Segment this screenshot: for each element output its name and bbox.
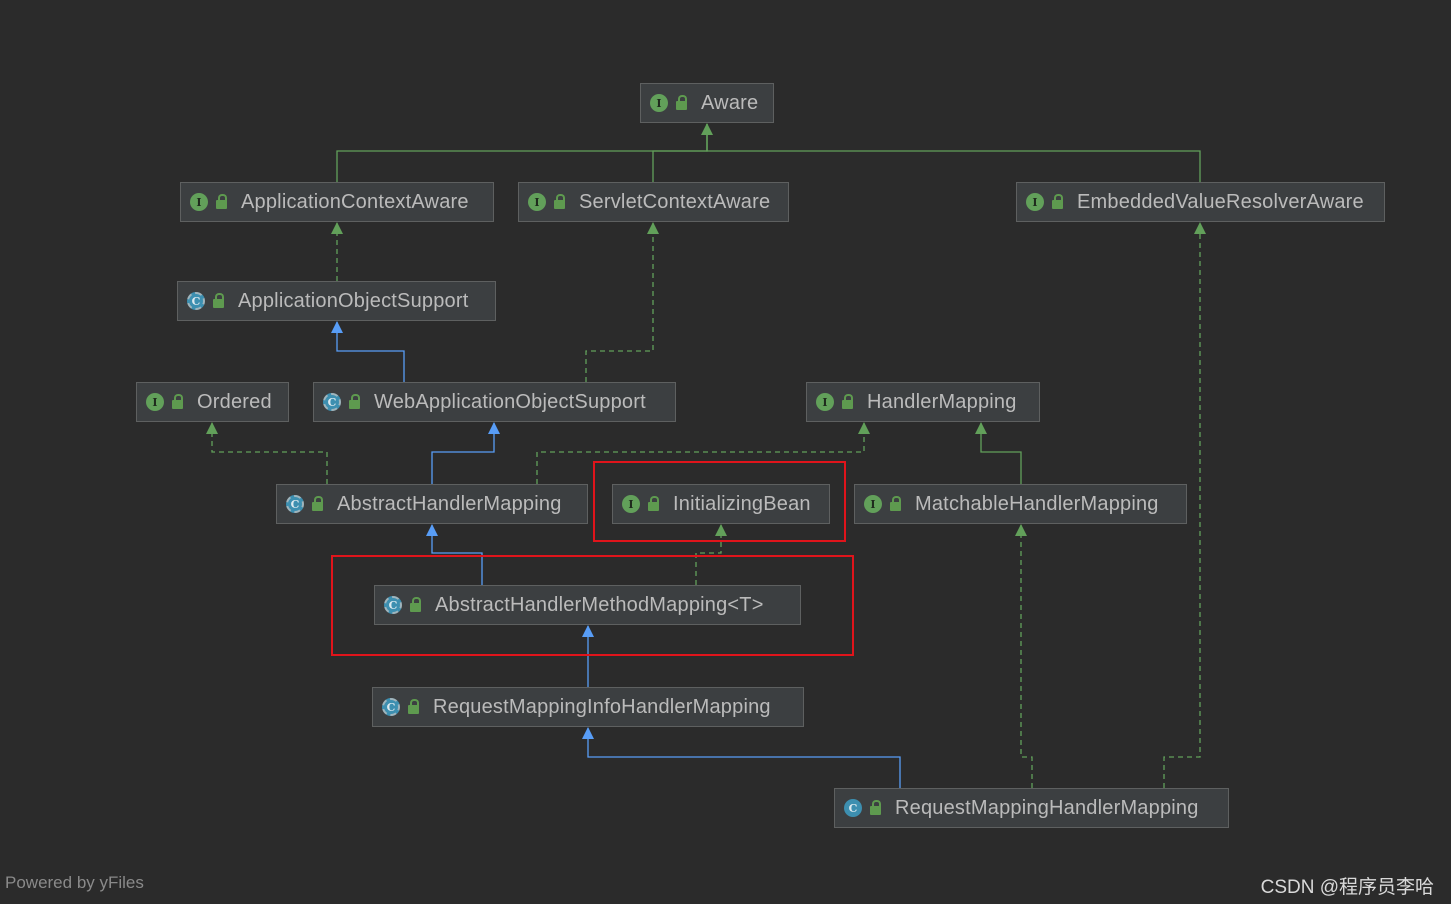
- node-label: Aware: [701, 91, 759, 114]
- node-web-application-object-support[interactable]: C WebApplicationObjectSupport: [313, 382, 676, 422]
- node-request-mapping-handler-mapping[interactable]: C RequestMappingHandlerMapping: [834, 788, 1229, 828]
- public-lock-icon: [216, 193, 227, 209]
- node-servlet-context-aware[interactable]: I ServletContextAware: [518, 182, 789, 222]
- csdn-watermark: CSDN @程序员李哈: [1260, 877, 1434, 898]
- node-label: ServletContextAware: [579, 190, 771, 213]
- edge-abstracthandlermethodmapping-initializingbean-arrowhead: [715, 524, 727, 536]
- edge-webapplicationobjectsupport-servletcontextaware-arrowhead: [647, 222, 659, 234]
- class-badge-icon: C: [323, 393, 341, 411]
- public-lock-icon: [648, 495, 659, 511]
- class-badge-icon: C: [187, 292, 205, 310]
- highlight-box-abstract-handler-method-mapping: [331, 555, 854, 656]
- public-lock-icon: [842, 393, 853, 409]
- public-lock-icon: [408, 698, 419, 714]
- edge-abstracthandlermapping-ordered-arrowhead: [206, 422, 218, 434]
- edge-webapplicationobjectsupport-applicationobjectsupport-arrowhead: [331, 321, 343, 333]
- class-badge-icon: C: [382, 698, 400, 716]
- edge-abstracthandlermethodmapping-abstracthandlermapping-arrowhead: [426, 524, 438, 536]
- edge-webapplicationobjectsupport-servletcontextaware: [585, 223, 654, 382]
- node-label: RequestMappingHandlerMapping: [895, 796, 1199, 819]
- edge-abstracthandlermethodmapping-abstracthandlermapping: [431, 525, 483, 585]
- class-badge-icon: C: [286, 495, 304, 513]
- node-label: AbstractHandlerMethodMapping<T>: [435, 593, 764, 616]
- public-lock-icon: [554, 193, 565, 209]
- node-label: WebApplicationObjectSupport: [374, 390, 646, 413]
- node-label: MatchableHandlerMapping: [915, 492, 1159, 515]
- interface-badge-icon: I: [864, 495, 882, 513]
- node-application-object-support[interactable]: C ApplicationObjectSupport: [177, 281, 496, 321]
- node-abstract-handler-method-mapping[interactable]: C AbstractHandlerMethodMapping<T>: [374, 585, 801, 625]
- node-request-mapping-info-handler-mapping[interactable]: C RequestMappingInfoHandlerMapping: [372, 687, 804, 727]
- node-handler-mapping[interactable]: I HandlerMapping: [806, 382, 1040, 422]
- node-label: RequestMappingInfoHandlerMapping: [433, 695, 771, 718]
- edge-servletcontextaware-aware: [652, 124, 708, 182]
- interface-badge-icon: I: [1026, 193, 1044, 211]
- edge-abstracthandlermapping-handlermapping: [536, 423, 865, 484]
- node-label: ApplicationObjectSupport: [238, 289, 469, 312]
- node-label: ApplicationContextAware: [241, 190, 469, 213]
- class-badge-icon: C: [384, 596, 402, 614]
- edge-matchablehandlermapping-handlermapping-arrowhead: [975, 422, 987, 434]
- public-lock-icon: [890, 495, 901, 511]
- powered-by-yfiles: Powered by yFiles: [5, 873, 144, 892]
- edge-matchablehandlermapping-handlermapping: [980, 423, 1022, 484]
- edge-requestmappinghandlermapping-embeddedvalueresolveraware-arrowhead: [1194, 222, 1206, 234]
- node-matchable-handler-mapping[interactable]: I MatchableHandlerMapping: [854, 484, 1187, 524]
- node-application-context-aware[interactable]: I ApplicationContextAware: [180, 182, 494, 222]
- edge-abstracthandlermapping-ordered: [211, 423, 328, 484]
- node-label: HandlerMapping: [867, 390, 1017, 413]
- node-label: AbstractHandlerMapping: [337, 492, 562, 515]
- node-label: InitializingBean: [673, 492, 811, 515]
- interface-badge-icon: I: [146, 393, 164, 411]
- public-lock-icon: [349, 393, 360, 409]
- edge-abstracthandlermapping-webapplicationobjectsupport: [431, 423, 495, 484]
- node-label: Ordered: [197, 390, 272, 413]
- public-lock-icon: [312, 495, 323, 511]
- highlight-box-initializing-bean: [593, 461, 846, 542]
- public-lock-icon: [676, 94, 687, 110]
- edge-applicationobjectsupport-applicationcontextaware-arrowhead: [331, 222, 343, 234]
- edge-applicationcontextaware-aware: [336, 124, 708, 182]
- interface-badge-icon: I: [622, 495, 640, 513]
- class-badge-icon: C: [844, 799, 862, 817]
- public-lock-icon: [1052, 193, 1063, 209]
- edge-requestmappinghandlermapping-requestmappinginfohandlermapping: [587, 728, 901, 788]
- public-lock-icon: [213, 292, 224, 308]
- node-embedded-value-resolver-aware[interactable]: I EmbeddedValueResolverAware: [1016, 182, 1385, 222]
- node-aware[interactable]: I Aware: [640, 83, 774, 123]
- public-lock-icon: [870, 799, 881, 815]
- edge-requestmappinghandlermapping-embeddedvalueresolveraware: [1163, 223, 1201, 788]
- interface-badge-icon: I: [650, 94, 668, 112]
- node-label: EmbeddedValueResolverAware: [1077, 190, 1364, 213]
- edge-requestmappinghandlermapping-matchablehandlermapping: [1020, 525, 1033, 788]
- interface-badge-icon: I: [528, 193, 546, 211]
- public-lock-icon: [410, 596, 421, 612]
- edge-webapplicationobjectsupport-applicationobjectsupport: [336, 322, 405, 382]
- edge-abstracthandlermapping-webapplicationobjectsupport-arrowhead: [488, 422, 500, 434]
- public-lock-icon: [172, 393, 183, 409]
- edge-embeddedvalueresolveraware-aware: [706, 124, 1201, 182]
- node-ordered[interactable]: I Ordered: [136, 382, 289, 422]
- edge-requestmappinghandlermapping-requestmappinginfohandlermapping-arrowhead: [582, 727, 594, 739]
- edge-requestmappinginfohandlermapping-abstracthandlermethodmapping-arrowhead: [582, 625, 594, 637]
- node-abstract-handler-mapping[interactable]: C AbstractHandlerMapping: [276, 484, 588, 524]
- edge-requestmappinghandlermapping-matchablehandlermapping-arrowhead: [1015, 524, 1027, 536]
- interface-badge-icon: I: [816, 393, 834, 411]
- interface-badge-icon: I: [190, 193, 208, 211]
- edge-abstracthandlermapping-handlermapping-arrowhead: [858, 422, 870, 434]
- node-initializing-bean[interactable]: I InitializingBean: [612, 484, 830, 524]
